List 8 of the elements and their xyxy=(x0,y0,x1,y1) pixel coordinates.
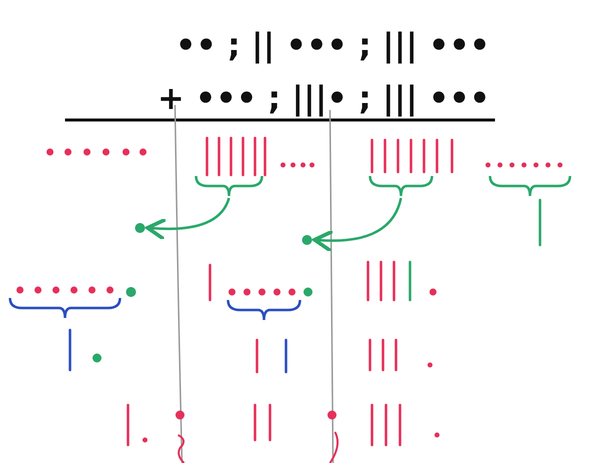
dot xyxy=(135,223,145,233)
addend-row: + ••• ; |||• ; ||| ••• xyxy=(157,78,490,118)
curly-brace xyxy=(194,176,264,198)
arrow xyxy=(146,198,230,241)
curly-brace xyxy=(368,176,434,198)
arrow xyxy=(312,198,402,253)
dot xyxy=(302,235,312,245)
addend-row: •• ; || ••• ; ||| ••• xyxy=(176,25,490,65)
